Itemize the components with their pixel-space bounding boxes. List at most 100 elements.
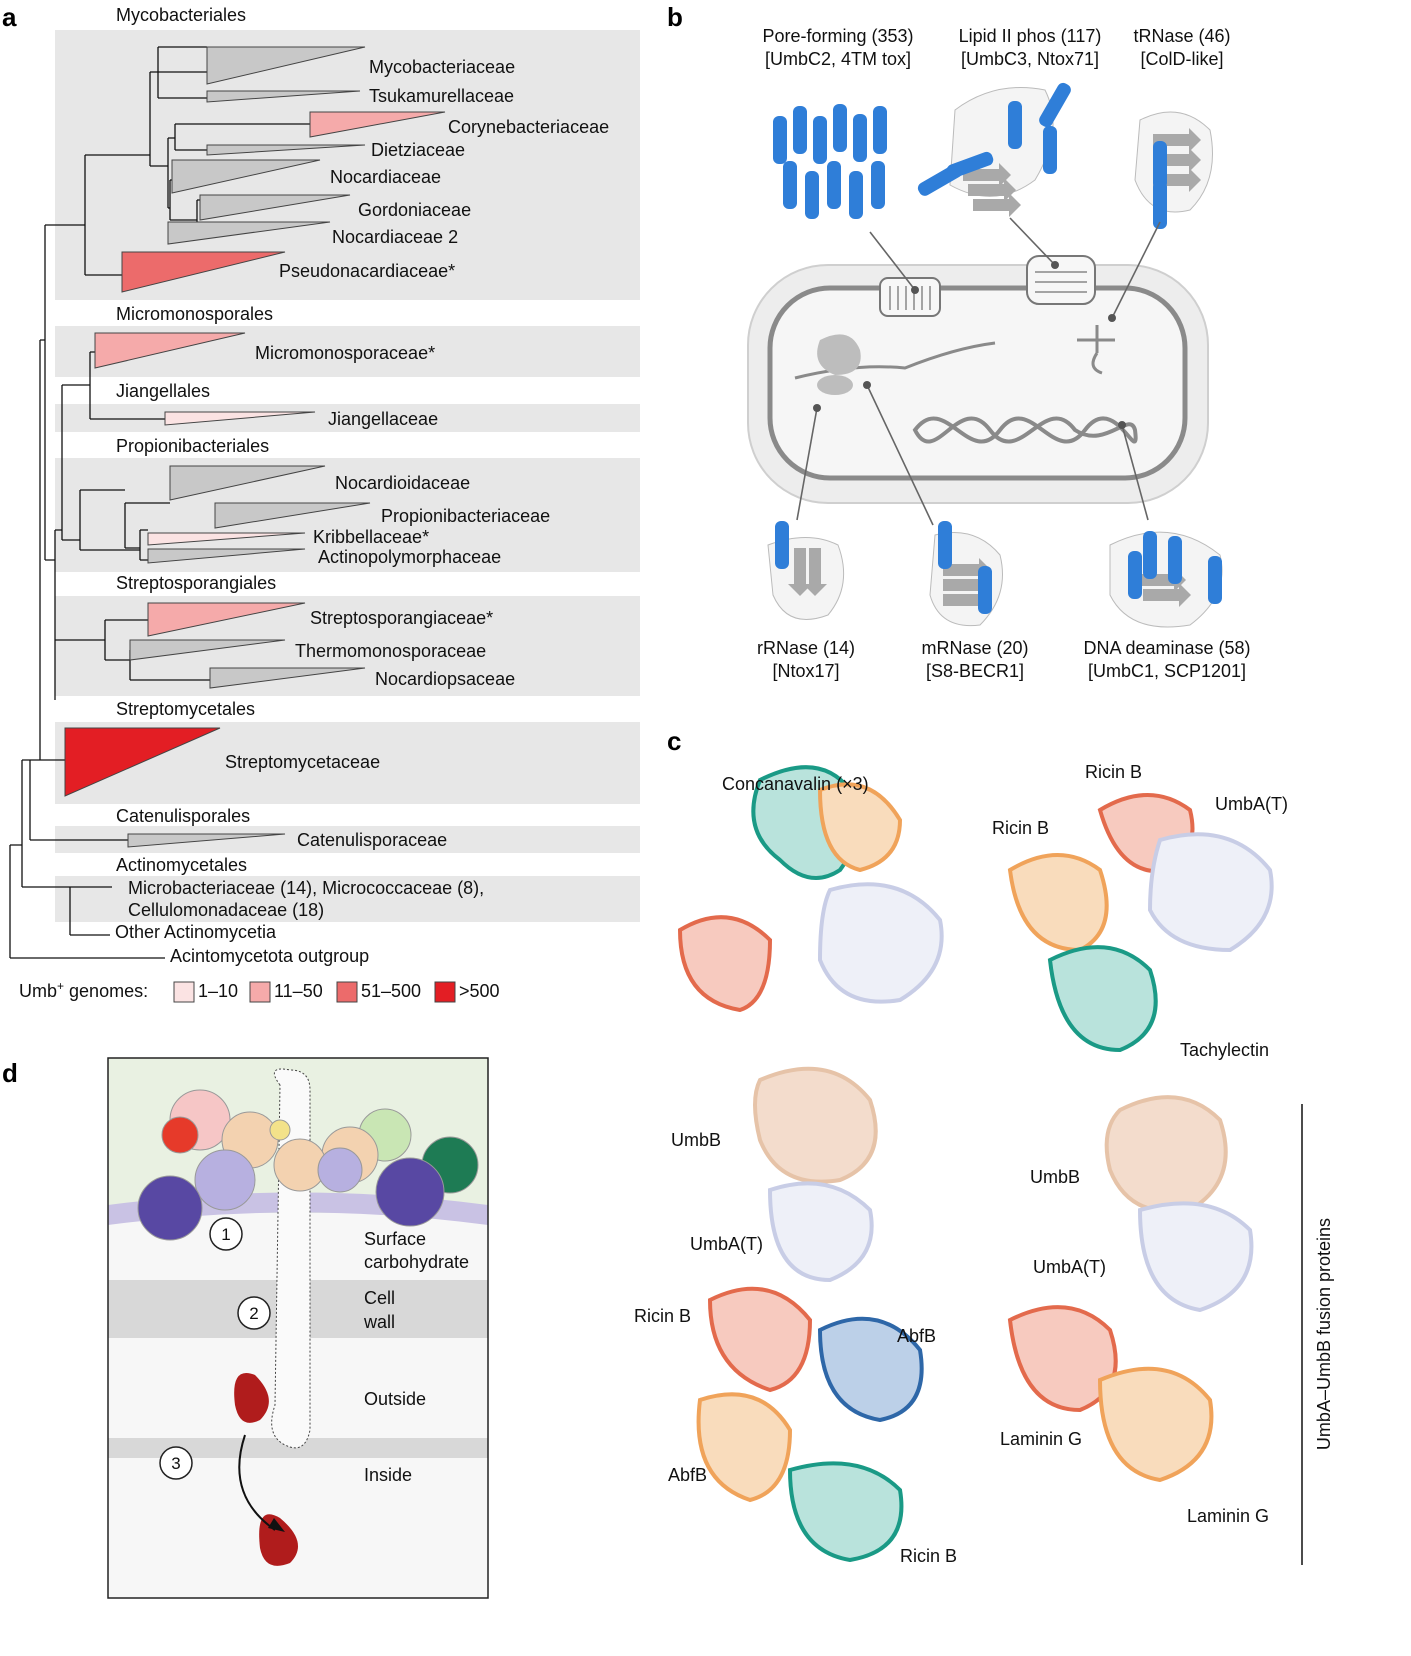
panel-label-a: a [2, 2, 17, 32]
order-label: Jiangellales [116, 381, 210, 401]
structure-concanavalin [677, 765, 944, 1013]
domain-label: UmbB [671, 1130, 721, 1150]
layer-label: Inside [364, 1465, 412, 1485]
domain-label: UmbB [1030, 1167, 1080, 1187]
domain-label: Ricin B [634, 1306, 691, 1326]
lipid-ii-icon [1026, 255, 1096, 305]
panel-c: c Concanavalin (×3) Ricin B Ricin B UmbA… [634, 726, 1334, 1566]
family-label: Nocardioidaceae [335, 473, 470, 493]
layer-label: wall [363, 1312, 395, 1332]
domain-label: Tachylectin [1180, 1040, 1269, 1060]
family-label: Nocardiopsaceae [375, 669, 515, 689]
toxin-label: tRNase (46) [1133, 26, 1230, 46]
arrow-head-icon [268, 1518, 285, 1532]
wedge-thermomonosporaceae [129, 639, 286, 661]
wedge-dietziaceae [206, 144, 366, 156]
toxin-label: Lipid II phos (117) [959, 26, 1102, 46]
wedge-nocardiopsaceae [209, 667, 366, 689]
wedge-mycobacteriaceae [206, 46, 366, 85]
family-label: Gordoniaceae [358, 200, 471, 220]
family-label: Nocardiaceae 2 [332, 227, 458, 247]
panel-label-b: b [667, 2, 683, 32]
family-labels: Mycobacteriaceae Tsukamurellaceae Coryne… [115, 57, 609, 966]
fusion-side-label: UmbA–UmbB fusion proteins [1314, 1218, 1334, 1450]
order-label: Catenulisporales [116, 806, 250, 826]
wedge-actinopolymorphaceae [147, 548, 306, 564]
domain-label: Laminin G [1187, 1506, 1269, 1526]
order-label: Actinomycetales [116, 855, 247, 875]
umb-particle [137, 1068, 479, 1449]
umb-legend: Umb+ genomes: 1–10 11–50 51–500 >500 [19, 979, 500, 1003]
legend-swatch-mid [249, 981, 271, 1003]
layer-label: carbohydrate [364, 1252, 469, 1272]
family-label: Catenulisporaceae [297, 830, 447, 850]
domain-label: Ricin B [900, 1546, 957, 1566]
translocation-arrow [238, 1434, 276, 1531]
family-label: Streptosporangiaceae* [310, 608, 493, 628]
family-wedges [64, 46, 446, 848]
wedge-propionibacteriaceae [214, 502, 371, 529]
structure-dna-deaminase [1109, 531, 1223, 628]
step-number: 2 [249, 1304, 258, 1323]
order-label: Propionibacteriales [116, 436, 269, 456]
wedge-streptosporangiaceae [147, 602, 306, 637]
toxin-label: [Ntox17] [772, 661, 839, 681]
domain-label: Laminin G [1000, 1429, 1082, 1449]
layer-label: Surface [364, 1229, 426, 1249]
phylogeny-branches [9, 46, 310, 959]
legend-item: 51–500 [361, 981, 421, 1001]
wedge-jiangellaceae [164, 411, 316, 426]
family-label: Kribbellaceae* [313, 527, 429, 547]
family-label: Mycobacteriaceae [369, 57, 515, 77]
wedge-streptomycetaceae [64, 727, 221, 797]
band-jiangellales [55, 404, 640, 432]
step-number: 1 [221, 1225, 230, 1244]
family-label: Dietziaceae [371, 140, 465, 160]
order-label: Streptosporangiales [116, 573, 276, 593]
legend-item: 1–10 [198, 981, 238, 1001]
structure-pore-forming [773, 104, 887, 219]
panel-label-d: d [2, 1058, 18, 1088]
layer-label: Outside [364, 1389, 426, 1409]
wedge-nocardiaceae-2 [167, 221, 331, 245]
step-number: 3 [171, 1454, 180, 1473]
structure-mrnase [929, 521, 1003, 627]
actinomycetales-families-line1: Microbacteriaceae (14), Micrococcaceae (… [128, 878, 484, 898]
toxin-label: [ColD-like] [1140, 49, 1223, 69]
legend-item: >500 [459, 981, 500, 1001]
legend-item: 11–50 [274, 981, 323, 1001]
step-markers: 1 2 3 [159, 1217, 271, 1480]
pore-icon [879, 277, 941, 317]
domain-label: UmbA(T) [1215, 794, 1288, 814]
family-label: Pseudonacardiaceae* [279, 261, 455, 281]
wedge-micromonosporaceae [94, 332, 246, 369]
toxin-label: mRNase (20) [921, 638, 1028, 658]
domain-label: Concanavalin (×3) [722, 774, 869, 794]
domain-label: Ricin B [992, 818, 1049, 838]
outgroup-label: Acintomycetota outgroup [170, 946, 369, 966]
structure-fusion-ricin-abfb [696, 1066, 924, 1563]
panel-d: d 1 2 [2, 1057, 489, 1599]
wedge-kribbellaceae [147, 532, 306, 546]
wedge-corynebacteriaceae [309, 111, 446, 138]
toxin-outside [234, 1373, 269, 1423]
order-label: Micromonosporales [116, 304, 273, 324]
family-label: Streptomycetaceae [225, 752, 380, 772]
layer-labels: Surface carbohydrate Cell wall Outside I… [363, 1229, 469, 1485]
family-label: Jiangellaceae [328, 409, 438, 429]
layer-label: Cell [364, 1288, 395, 1308]
toxin-bottom-labels: rRNase (14) [Ntox17] mRNase (20) [S8-BEC… [757, 638, 1251, 681]
panel-label-c: c [667, 726, 681, 756]
toxin-label: [S8-BECR1] [926, 661, 1024, 681]
toxin-label: [UmbC3, Ntox71] [961, 49, 1099, 69]
family-label: Actinopolymorphaceae [318, 547, 501, 567]
legend-swatch-high [336, 981, 358, 1003]
order-label: Streptomycetales [116, 699, 255, 719]
structure-lipid-ii-phos [915, 80, 1074, 217]
domain-label: Ricin B [1085, 762, 1142, 782]
toxin-label: DNA deaminase (58) [1083, 638, 1250, 658]
structure-rrnase [767, 521, 845, 620]
toxin-top-labels: Pore-forming (353) [UmbC2, 4TM tox] Lipi… [762, 26, 1230, 69]
legend-swatch-max [434, 981, 456, 1003]
legend-swatch-low [173, 981, 195, 1003]
